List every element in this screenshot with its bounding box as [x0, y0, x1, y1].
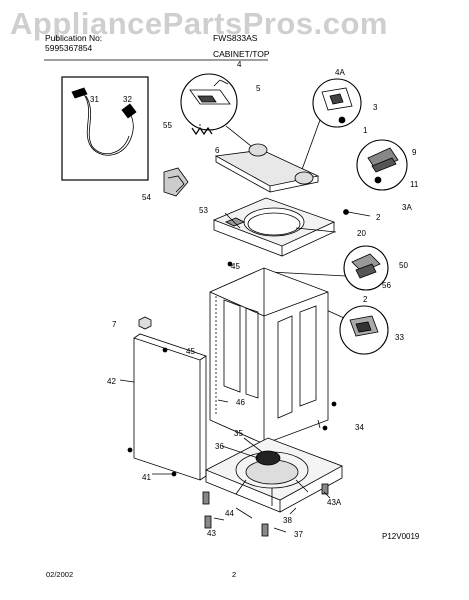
power-cord-inset — [61, 76, 149, 181]
part-label-38: 38 — [283, 516, 292, 525]
part-label-50: 50 — [399, 261, 408, 270]
screw — [171, 471, 177, 477]
part-label-31: 31 — [90, 95, 99, 104]
screw — [227, 261, 233, 267]
footer-date: 02/2002 — [46, 570, 74, 579]
publication-number: 5995367854 — [45, 43, 93, 53]
cabinet-part — [209, 267, 329, 445]
part-label-11: 11 — [410, 180, 419, 189]
part-label-35: 35 — [234, 429, 243, 438]
model-label: FWS833AS — [213, 33, 258, 43]
lid-switch-inset-circle — [299, 78, 362, 176]
screw — [162, 347, 168, 353]
part-label-7: 7 — [112, 320, 117, 329]
publication-label: Publication No: — [45, 33, 103, 43]
part-label-3: 3 — [373, 103, 378, 112]
part-label-55: 55 — [163, 121, 172, 130]
part-label-56: 56 — [382, 281, 391, 290]
screw — [331, 401, 337, 407]
screw — [322, 425, 328, 431]
diagram-code: P12V0019 — [382, 532, 420, 541]
hinge-bracket-part — [163, 167, 189, 197]
hinge-inset-circle — [356, 139, 408, 191]
screw — [127, 447, 133, 453]
part-label-6: 6 — [215, 146, 220, 155]
spring-part — [191, 126, 213, 136]
knob-part — [138, 316, 152, 330]
part-label-54: 54 — [142, 193, 151, 202]
front-panel-part — [133, 333, 207, 481]
part-label-9: 9 — [412, 148, 417, 157]
section-title: CABINET/TOP — [213, 49, 270, 59]
part-label-33: 33 — [395, 333, 404, 342]
part-label-42: 42 — [107, 377, 116, 386]
part-label-45-mid: 45 — [186, 347, 195, 356]
part-label-43: 43 — [207, 529, 216, 538]
base-part — [205, 437, 343, 513]
part-label-2-top: 2 — [376, 213, 381, 222]
part-label-34: 34 — [355, 423, 364, 432]
part-label-41: 41 — [142, 473, 151, 482]
part-label-43a: 43A — [327, 498, 342, 507]
part-label-4: 4 — [237, 60, 242, 69]
part-label-2-mid: 2 — [363, 295, 368, 304]
switch-inset-circle — [180, 73, 257, 151]
leveling-legs — [202, 483, 329, 537]
top-panel-part — [212, 197, 336, 257]
part-label-20: 20 — [357, 229, 366, 238]
screw — [343, 209, 349, 215]
part-label-1: 1 — [363, 126, 368, 135]
part-label-44: 44 — [225, 509, 234, 518]
footer-page-number: 2 — [232, 570, 237, 579]
part-label-46: 46 — [236, 398, 245, 407]
part-label-5: 5 — [256, 84, 261, 93]
part-label-32: 32 — [123, 95, 132, 104]
part-label-45-top: 45 — [231, 262, 240, 271]
part-label-53: 53 — [199, 206, 208, 215]
lid-part — [214, 143, 320, 193]
watermark: AppliancePartsPros.com — [10, 6, 388, 41]
part-label-3a: 3A — [402, 203, 412, 212]
switch-assembly-inset-circle — [321, 305, 389, 355]
part-label-36: 36 — [215, 442, 224, 451]
bracket-inset-circle — [269, 245, 389, 291]
part-label-37: 37 — [294, 530, 303, 539]
part-label-4a: 4A — [335, 68, 345, 77]
